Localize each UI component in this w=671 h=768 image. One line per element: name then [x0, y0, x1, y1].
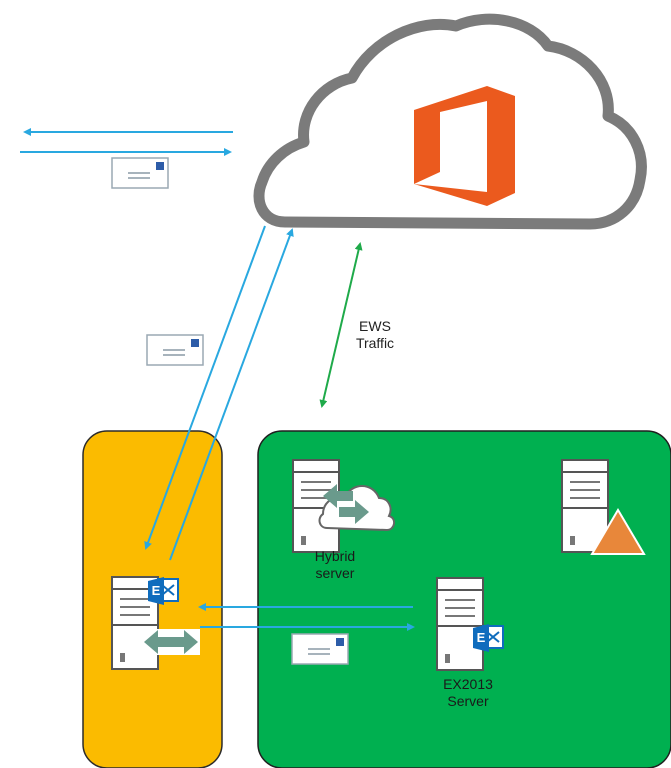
hybrid-server: [292, 459, 395, 553]
sync-arrows-icon: [140, 629, 200, 655]
sync-arrows-icon: [323, 484, 369, 524]
office-logo-icon: [414, 86, 515, 206]
envelope-icon: [291, 633, 349, 665]
edge-server: [111, 576, 200, 670]
hybrid-server-label: Hybrid server: [314, 548, 356, 581]
ews-traffic-label: EWS Traffic: [355, 318, 395, 351]
edge-to-cloud-arrow: [169, 228, 294, 561]
warning-triangle-icon: [590, 508, 646, 555]
envelope-icon: [111, 157, 169, 189]
cloud-to-edge-arrow: [144, 225, 266, 550]
cloud-icon: [253, 13, 647, 230]
ews-traffic-arrow: [319, 242, 363, 408]
ex2013-server-label: EX2013 Server: [443, 676, 493, 709]
exchange-logo-icon: [147, 576, 179, 606]
envelope-icon: [146, 334, 204, 366]
monitoring-server: [561, 459, 646, 555]
exchange-logo-icon: [472, 623, 504, 653]
server-icon: [436, 577, 484, 671]
